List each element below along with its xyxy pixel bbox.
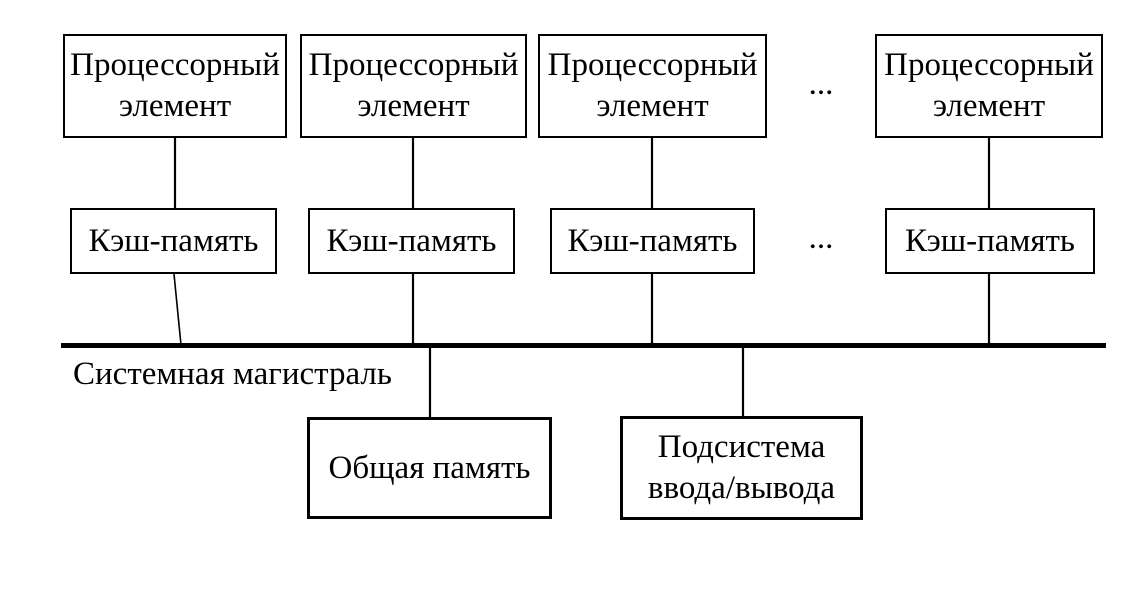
processor-element-box-3: Процессорный элемент [538, 34, 767, 138]
cache-memory-box-4: Кэш-память [885, 208, 1095, 274]
processor-element-label-line2: элемент [596, 88, 709, 124]
processor-element-box-4: Процессорный элемент [875, 34, 1103, 138]
cache-row-ellipsis: ... [808, 220, 834, 256]
cache-memory-box-3: Кэш-память [550, 208, 755, 274]
cache-memory-label: Кэш-память [88, 222, 259, 259]
processor-element-label-line1: Процессорный [308, 47, 519, 84]
processor-element-label-line2: элемент [118, 88, 232, 124]
shared-memory-label: Общая память [328, 449, 531, 486]
cache-memory-label: Кэш-память [326, 222, 497, 259]
io-subsystem-box: Подсистема ввода/вывода [620, 416, 863, 520]
processor-row-ellipsis: ... [808, 66, 834, 102]
cache-memory-box-2: Кэш-память [308, 208, 515, 274]
system-bus-label: Системная магистраль [73, 356, 392, 392]
cache-memory-label: Кэш-память [567, 222, 738, 259]
processor-element-label-line1: Процессорный [547, 47, 758, 84]
processor-element-box-1: Процессорный элемент [63, 34, 287, 138]
io-subsystem-label-line2: ввода/вывода [647, 470, 836, 506]
processor-element-box-2: Процессорный элемент [300, 34, 527, 138]
cache-memory-box-1: Кэш-память [70, 208, 277, 274]
processor-element-label-line1: Процессорный [884, 47, 1094, 84]
processor-element-label-line2: элемент [932, 88, 1046, 124]
cache-memory-label: Кэш-память [905, 222, 1075, 259]
io-subsystem-label-line1: Подсистема [657, 429, 826, 466]
processor-element-label-line1: Процессорный [70, 47, 280, 84]
shared-memory-box: Общая память [307, 417, 552, 519]
processor-element-label-line2: элемент [357, 88, 470, 124]
connector-cache1-bus [173, 273, 182, 346]
